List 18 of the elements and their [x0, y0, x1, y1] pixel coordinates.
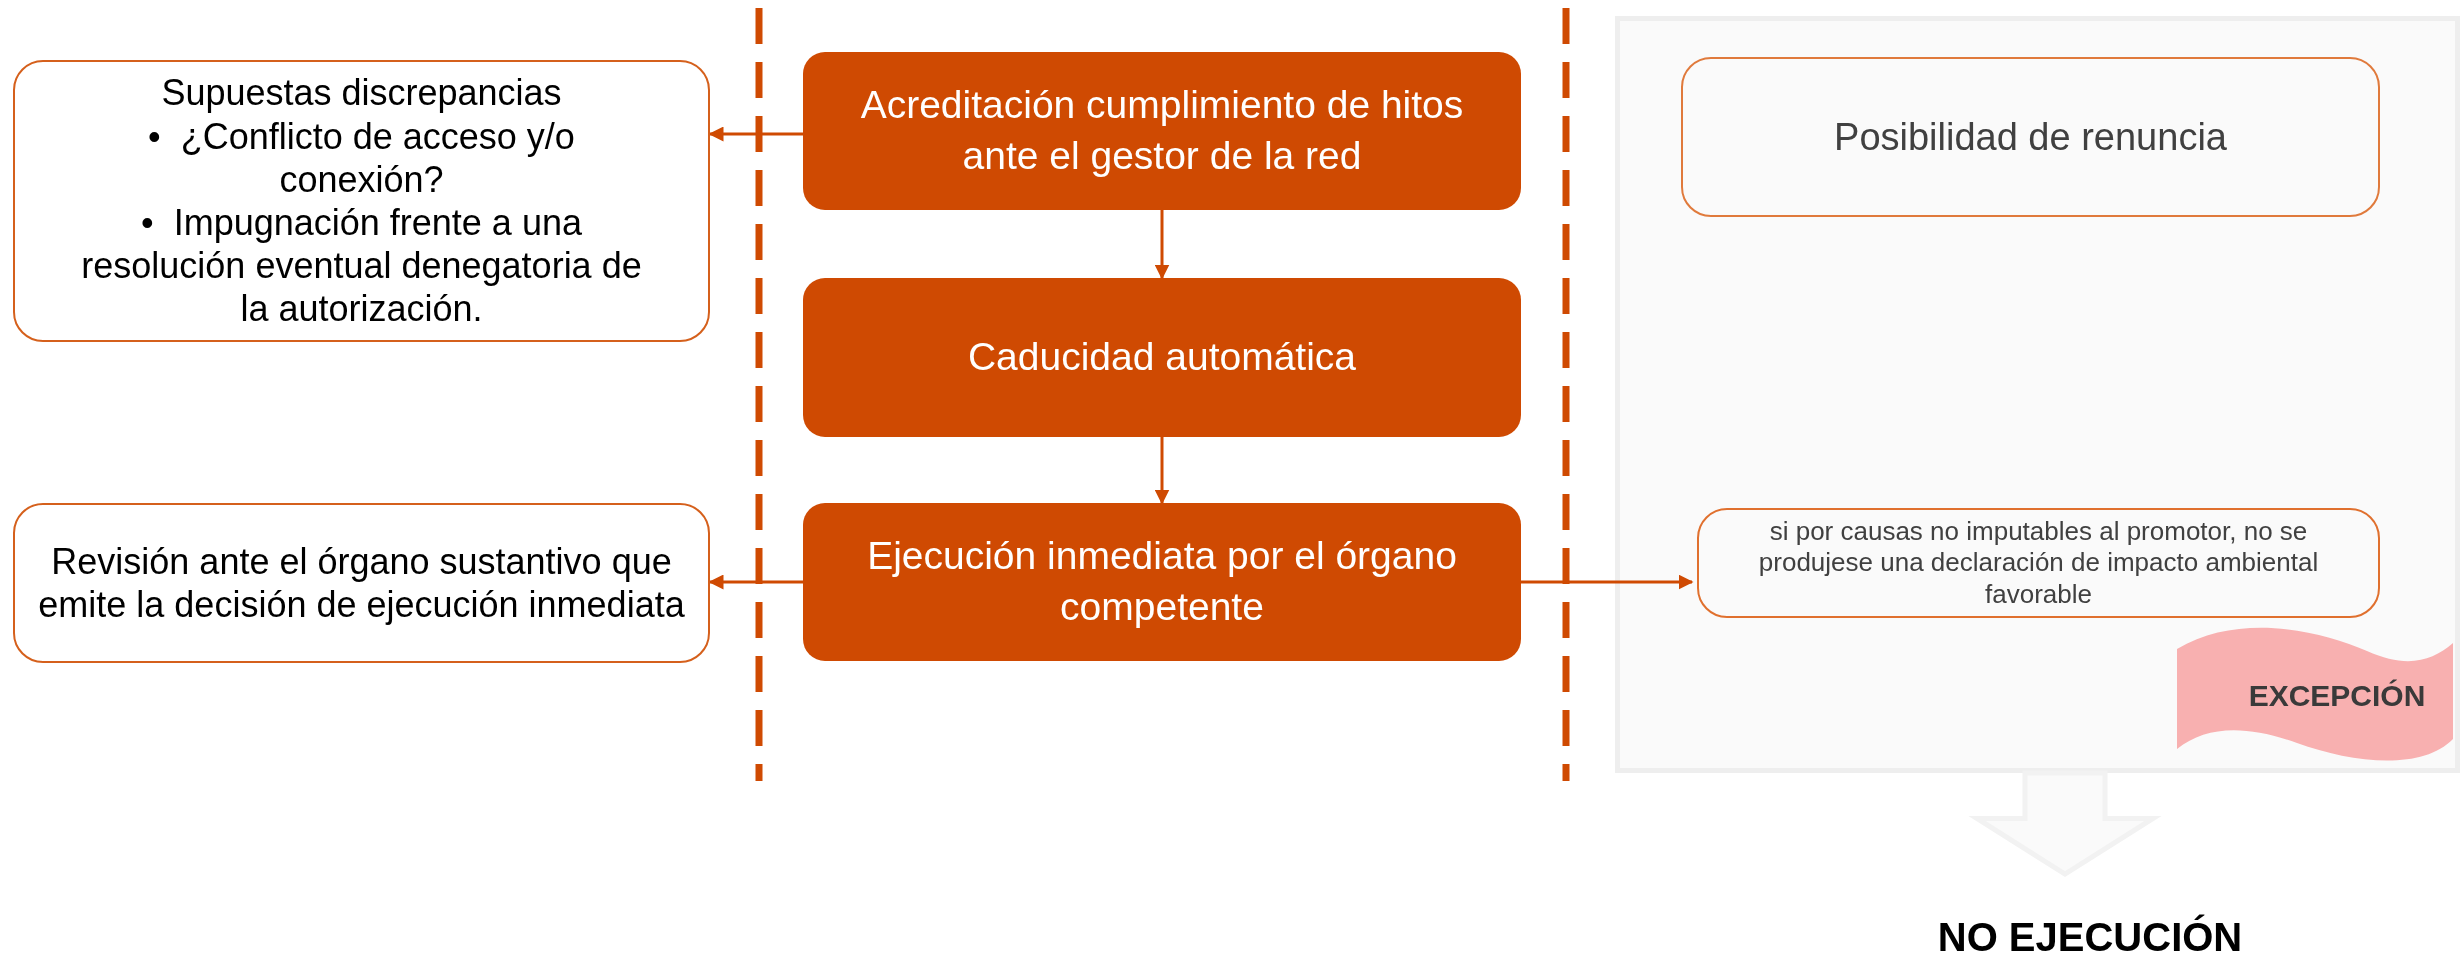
- arrow: [1521, 574, 1694, 590]
- option-box: Posibilidad de renuncia: [1681, 57, 2380, 217]
- panel-background: [1615, 16, 2460, 773]
- result-label: NO EJECUCIÓN: [1880, 912, 2300, 961]
- arrow: [1154, 437, 1170, 505]
- arrow: [708, 126, 803, 142]
- bullet-item: • ¿Conflicto de acceso y/o conexión?: [147, 114, 576, 201]
- arrow: [1154, 210, 1170, 280]
- process-box: Ejecución inmediata por el órgano competente: [803, 503, 1521, 661]
- process-box: Acreditación cumplimiento de hitos ante el gestor de la red: [803, 52, 1521, 210]
- condition-box: si por causas no imputables al promotor, no se produjese una declaración de impacto ambiental favorable: [1697, 508, 2380, 618]
- note-box: Revisión ante el órgano sustantivo que emite la decisión de ejecución inmediata: [13, 503, 710, 663]
- process-box: Caducidad automática: [803, 278, 1521, 437]
- note-box: [13, 60, 710, 342]
- bullet-item: • Impugnación frente a una resolución eventual denegatoria de la autorización.: [80, 201, 643, 331]
- note-heading: Supuestas discrepancias: [161, 71, 562, 115]
- arrow: [708, 574, 803, 590]
- banner-label: EXCEPCIÓN: [2248, 679, 2426, 713]
